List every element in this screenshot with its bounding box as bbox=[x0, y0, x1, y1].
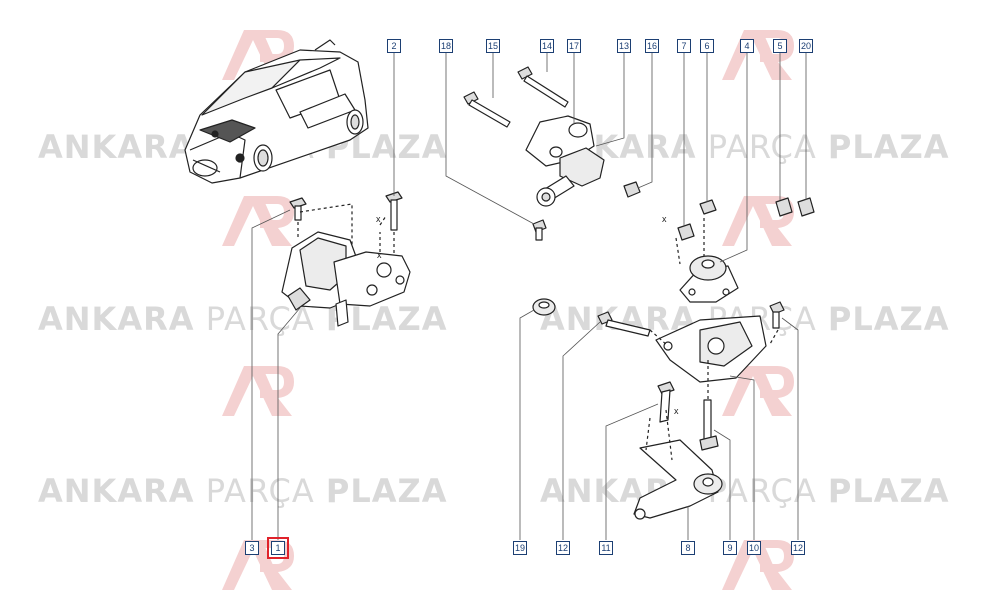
watermark-row-3-left: ANKARA PARÇA PLAZA bbox=[38, 472, 448, 510]
torque-rod-assembly bbox=[463, 66, 641, 241]
dimension-marks: x x x x bbox=[376, 214, 679, 416]
callout-20[interactable]: 20 bbox=[799, 39, 813, 53]
callout-12-right[interactable]: 12 bbox=[791, 541, 805, 555]
callout-12-left[interactable]: 12 bbox=[556, 541, 570, 555]
callout-17[interactable]: 17 bbox=[567, 39, 581, 53]
svg-text:x: x bbox=[674, 406, 679, 416]
svg-text:x: x bbox=[376, 214, 381, 224]
nut-20-icon bbox=[797, 197, 815, 217]
lower-bracket-assembly bbox=[633, 218, 723, 520]
nut-6-icon bbox=[699, 199, 717, 215]
bolt-12b-icon bbox=[769, 301, 785, 329]
callout-4[interactable]: 4 bbox=[740, 39, 754, 53]
bolt-11-icon bbox=[657, 381, 675, 423]
car-illustration bbox=[184, 39, 369, 184]
bolt-15-icon bbox=[463, 91, 511, 128]
bolt-3-icon bbox=[289, 197, 307, 221]
svg-text:x: x bbox=[377, 250, 382, 260]
callout-5[interactable]: 5 bbox=[773, 39, 787, 53]
bolt-2-icon bbox=[385, 191, 403, 231]
callout-3[interactable]: 3 bbox=[245, 541, 259, 555]
callout-19[interactable]: 19 bbox=[513, 541, 527, 555]
callout-14[interactable]: 14 bbox=[540, 39, 554, 53]
callout-18[interactable]: 18 bbox=[439, 39, 453, 53]
nut-5-icon bbox=[775, 197, 793, 217]
washer-19-icon bbox=[532, 298, 556, 316]
bolt-18-icon bbox=[532, 219, 547, 241]
callout-9[interactable]: 9 bbox=[723, 541, 737, 555]
svg-text:x: x bbox=[662, 214, 667, 224]
stud-9-icon bbox=[699, 399, 719, 451]
leader-lines bbox=[251, 52, 807, 540]
nut-7-icon bbox=[677, 223, 695, 241]
nut-16-icon bbox=[623, 181, 641, 198]
callout-16[interactable]: 16 bbox=[645, 39, 659, 53]
bolt-12-icon bbox=[597, 311, 651, 337]
callout-15[interactable]: 15 bbox=[486, 39, 500, 53]
bolt-14-icon bbox=[517, 66, 569, 108]
callout-1-selected[interactable]: 1 bbox=[267, 537, 289, 559]
right-mount-assembly bbox=[532, 197, 815, 383]
callout-13[interactable]: 13 bbox=[617, 39, 631, 53]
callout-10[interactable]: 10 bbox=[747, 541, 761, 555]
callout-2[interactable]: 2 bbox=[387, 39, 401, 53]
callout-11[interactable]: 11 bbox=[599, 541, 613, 555]
callout-6[interactable]: 6 bbox=[700, 39, 714, 53]
left-engine-mount-assembly bbox=[281, 191, 411, 327]
callout-7[interactable]: 7 bbox=[677, 39, 691, 53]
callout-8[interactable]: 8 bbox=[681, 541, 695, 555]
